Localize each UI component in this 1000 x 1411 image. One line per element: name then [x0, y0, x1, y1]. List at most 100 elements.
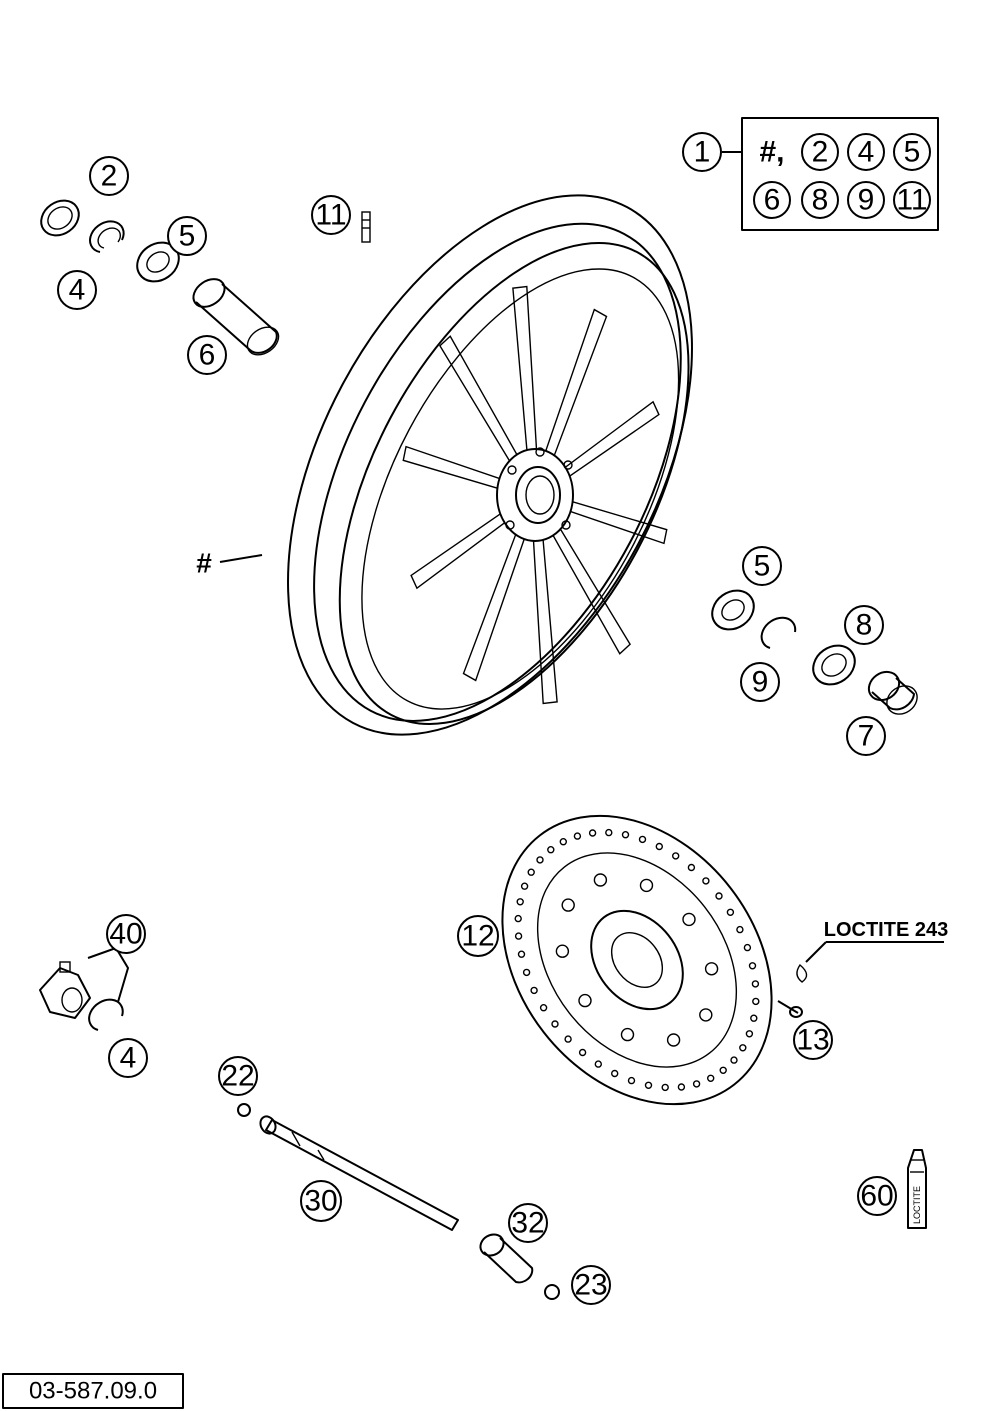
- callout-label: 4: [120, 1042, 137, 1075]
- disc-holes: [514, 828, 760, 1092]
- kit-item-8: 8: [801, 181, 839, 219]
- disc-float-rivet: [699, 1008, 713, 1022]
- callout-circle: [167, 216, 207, 256]
- kit-item-label: 6: [764, 184, 781, 217]
- kit-item-label: 11: [896, 184, 927, 217]
- callout-label: 5: [179, 220, 196, 253]
- callout-c60: 60: [857, 1176, 897, 1216]
- callout-circle: [844, 605, 884, 645]
- disc-hole: [627, 1076, 636, 1085]
- rim-outer-edge: [287, 194, 693, 736]
- disc-hole: [527, 868, 535, 876]
- disc-hole: [644, 1081, 653, 1090]
- disc-hole: [530, 986, 538, 995]
- disc-float-rivet: [682, 912, 696, 927]
- disc-inner-ring: [536, 852, 738, 1068]
- seal-ring-2: [40, 199, 80, 237]
- wheel: [287, 194, 693, 736]
- disc-hole: [655, 842, 663, 851]
- kit-item-5: 5: [893, 133, 931, 171]
- disc-hole: [539, 1004, 548, 1012]
- kit-item-9: 9: [847, 181, 885, 219]
- disc-hole: [520, 882, 529, 890]
- disc-hole: [588, 829, 597, 837]
- kit-box-frame: [741, 117, 939, 231]
- disc-hole: [707, 1074, 715, 1083]
- callout-label: 40: [109, 918, 142, 951]
- disc-float-rivet: [639, 878, 654, 893]
- callout-c4a: 4: [57, 270, 97, 310]
- circlip-9: [760, 616, 797, 649]
- disc-hole: [730, 1056, 738, 1064]
- callout-c11: 11: [311, 195, 351, 235]
- callout-circle: [187, 335, 227, 375]
- callout-circle: [108, 1038, 148, 1078]
- rim-inner-edge: [313, 222, 682, 722]
- loctite-243-label: LOCTITE 243: [824, 919, 948, 941]
- callout-label: 13: [796, 1024, 829, 1057]
- callout-c30: 30: [300, 1180, 342, 1222]
- callout-c12: 12: [457, 915, 499, 957]
- callout-c40: 40: [106, 914, 146, 954]
- disc-float-rivet: [593, 873, 608, 887]
- hub-bore-inner: [525, 475, 555, 515]
- callout-c22: 22: [218, 1056, 258, 1096]
- disc-hole: [726, 908, 735, 916]
- callout-circle: [311, 195, 351, 235]
- callout-label: 11: [315, 199, 346, 232]
- kit-item-label: 8: [812, 184, 829, 217]
- disc-hole: [522, 968, 531, 977]
- spacer-32: [479, 1233, 534, 1284]
- kit-hash-label: #,: [759, 136, 784, 169]
- kit-item-2: 2: [801, 133, 839, 171]
- bolt-13: [777, 1000, 803, 1018]
- callout-c4b: 4: [108, 1038, 148, 1078]
- circlip-4-lower: [88, 998, 124, 1031]
- disc-hole: [594, 1060, 602, 1068]
- callout-circle: [89, 156, 129, 196]
- callout-label: 4: [69, 274, 86, 307]
- kit-item-11: 11: [893, 181, 931, 219]
- callout-c7: 7: [846, 716, 886, 756]
- callout-circle: [218, 1056, 258, 1096]
- callout-c5a: 5: [167, 216, 207, 256]
- kit-box: 1 #, 2 4 5 6 8 9 11: [682, 117, 939, 231]
- disc-hole: [564, 1035, 572, 1043]
- disc-hole: [750, 1014, 758, 1022]
- disc-float-rivet: [555, 944, 570, 958]
- axle-30: [259, 1115, 459, 1231]
- disc-float-rivet: [704, 962, 719, 976]
- disc-hole: [551, 1020, 559, 1028]
- disc-outer-edge: [501, 814, 773, 1106]
- spacer-7: [867, 670, 918, 715]
- disc-hole: [736, 925, 744, 934]
- drawing-number-frame: [2, 1373, 184, 1409]
- disc-hole: [638, 835, 647, 844]
- callout-label: 5: [754, 550, 771, 583]
- disc-hole: [578, 1048, 587, 1057]
- callout-label: 32: [511, 1207, 544, 1240]
- hub-bore: [515, 466, 561, 524]
- callout-circle: [740, 662, 780, 702]
- disc-hole: [517, 950, 526, 958]
- kit-item-label: 5: [904, 136, 921, 169]
- kit-item-4: 4: [847, 133, 885, 171]
- callout-circle: [508, 1203, 548, 1243]
- seal-ring-8: [812, 644, 856, 686]
- disc-hole: [715, 892, 723, 900]
- callout-label: 30: [304, 1185, 337, 1218]
- callout-c6: 6: [187, 335, 227, 375]
- wheel-leader: [219, 554, 263, 563]
- speedo-drive-40: [39, 961, 91, 1019]
- callout-label: 1: [694, 136, 711, 169]
- callout-label: 2: [101, 160, 118, 193]
- speedo-bracket: [87, 946, 130, 1003]
- callout-c2: 2: [89, 156, 129, 196]
- disc-hole: [516, 898, 524, 906]
- wheel-hash-label: #: [196, 548, 212, 579]
- kit-item-6: 6: [753, 181, 791, 219]
- disc-float-rivet: [666, 1033, 681, 1047]
- disc-float-rivet: [578, 993, 592, 1008]
- callout-label: 9: [752, 666, 769, 699]
